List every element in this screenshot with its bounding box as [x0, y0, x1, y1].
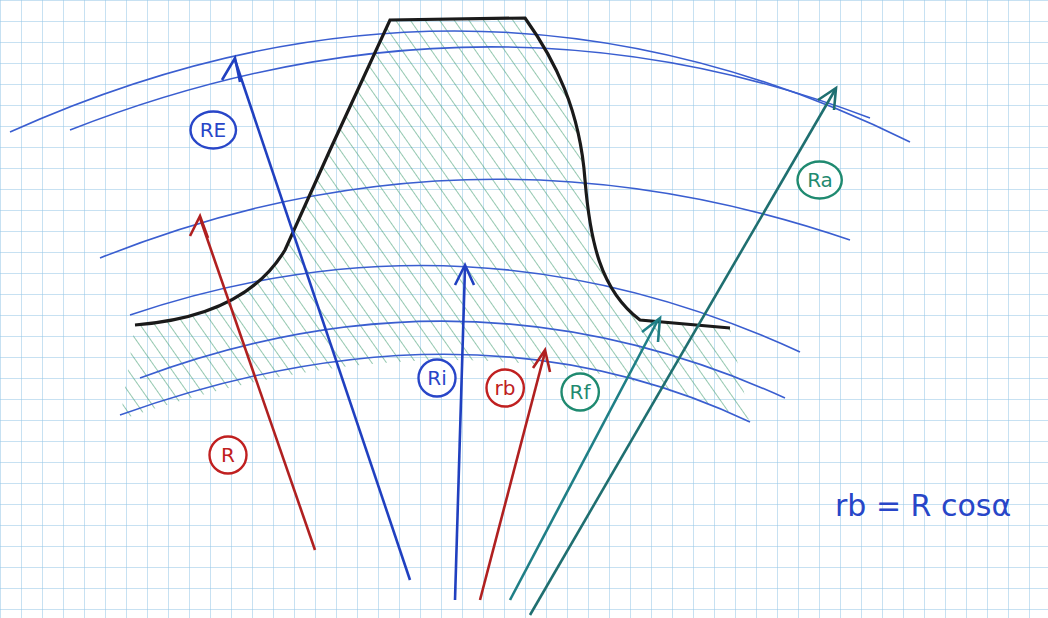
radius-name: RE [200, 120, 227, 140]
circled-label: RE [189, 110, 237, 150]
circle-arcs [10, 31, 910, 422]
circled-label: R [208, 435, 248, 475]
radius-name: Ra [807, 170, 833, 190]
circled-label: Rf [560, 372, 600, 412]
circled-label: Ra [796, 160, 843, 200]
circled-label: rb [485, 368, 525, 408]
formula-note: rb = R cosα [835, 488, 1011, 523]
radius-arrows [190, 58, 836, 615]
radius-name: Ri [427, 368, 446, 388]
tooth-profile [135, 18, 730, 328]
radius-name: Rf [570, 382, 591, 402]
radius-name: R [221, 445, 235, 465]
circled-label: Ri [417, 358, 457, 398]
radius-name: rb [495, 378, 516, 398]
